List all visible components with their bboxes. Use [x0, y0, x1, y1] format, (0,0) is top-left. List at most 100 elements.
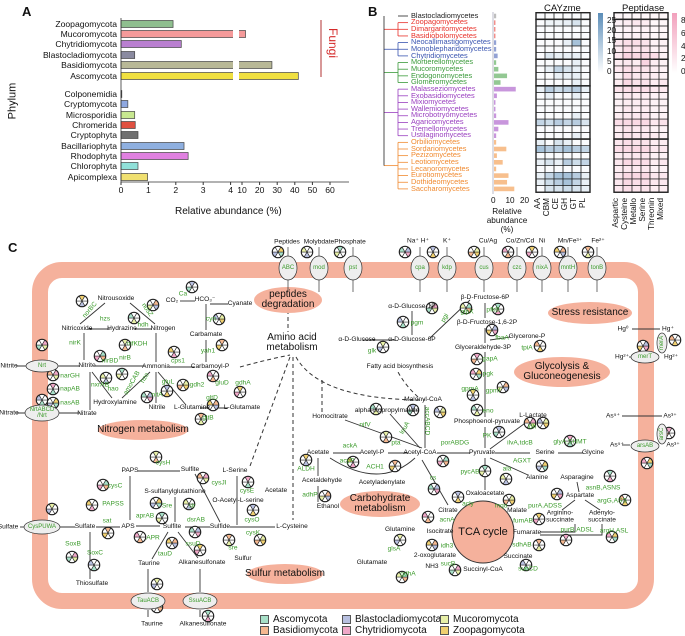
enzyme-label: nirK — [69, 339, 81, 347]
outside-label: Nitrate — [0, 409, 19, 417]
pie-outline — [369, 402, 383, 416]
taxon-pie-icon — [201, 609, 215, 623]
taxon-pie-icon — [550, 487, 564, 501]
heatmap-column-label: Threonin — [647, 197, 656, 230]
pie-outline — [469, 367, 483, 381]
pie-outline — [470, 352, 484, 366]
heatmap-column-label: Mixed — [656, 198, 665, 220]
axis-break-gap — [233, 71, 239, 81]
pie-outline — [93, 349, 107, 363]
taxon-pie-icon — [146, 298, 160, 312]
metabolite-label: Malonyl-CoA — [404, 395, 442, 403]
category-label: Apicomplexa — [67, 171, 117, 182]
tca-cycle-circle — [451, 500, 515, 564]
transporter-tauacb — [130, 592, 166, 610]
taxon-pie-icon — [618, 493, 632, 507]
pathway-ellipse-sulfur — [247, 564, 323, 584]
taxon-pie-icon — [559, 533, 573, 547]
pie-outline — [668, 333, 682, 347]
enzyme-label: fbaA — [495, 334, 509, 342]
fungi-label: Fungi — [326, 28, 340, 59]
transporter-label: nixA — [536, 265, 548, 271]
pie-outline — [533, 339, 547, 353]
metabolite-label: α-D-Glucose-1P — [388, 302, 436, 310]
pie-outline — [563, 434, 577, 448]
pathway-label: Sulfur metabolism — [244, 568, 326, 579]
category-label: Zoopagomycota — [55, 18, 117, 29]
enzyme-label: ACH1 — [366, 463, 384, 471]
enzyme-label: pfkB — [486, 306, 500, 314]
pie-outline — [393, 533, 407, 547]
outside-label: As³⁺ — [663, 412, 677, 420]
taxon-pie-icon — [233, 385, 247, 399]
metabolite-label: β-D-Fructose-6P — [460, 293, 510, 301]
pie-outline — [388, 459, 402, 473]
metabolite-label: Malate — [507, 506, 527, 514]
taxon-pie-icon — [492, 425, 506, 439]
transporter-label: Nrt — [38, 363, 46, 369]
outside-label: As⁵⁺ — [610, 441, 624, 449]
metabolite-label: S-sulfanylglutathione — [144, 487, 206, 495]
enzyme-label: porABDG — [440, 439, 470, 447]
taxon-pie-icon — [318, 489, 332, 503]
outside-label: Co/Zn/Cd — [505, 237, 535, 245]
enzyme-label: nifV — [359, 421, 371, 429]
transporter-label: CysPUWA — [27, 524, 57, 530]
category-label: Cryptomycota — [63, 98, 117, 109]
class-label: Glomeromycetes — [411, 77, 467, 87]
transporter-label: NrtABCD /Nrt — [29, 407, 55, 419]
taxon-pie-icon — [605, 530, 619, 544]
taxon-pie-icon — [85, 498, 99, 512]
category-label: Chlorophyta — [70, 160, 117, 171]
taxon-pie-icon — [206, 369, 220, 383]
pie-outline — [65, 550, 79, 564]
enzyme-label: hzs — [99, 315, 111, 323]
class-label: Wallemiomycetes — [411, 103, 469, 113]
panel-c-label: C — [8, 240, 18, 255]
taxon-pie-icon — [93, 349, 107, 363]
enzyme-label: napAB — [60, 385, 80, 393]
pie-outline — [425, 538, 439, 552]
taxon-pie-icon — [87, 558, 101, 572]
class-bar — [494, 93, 497, 99]
taxon-pie-icon — [182, 497, 196, 511]
transporter-label: arsC — [659, 427, 665, 441]
enzyme-label: cs — [429, 474, 437, 482]
pie-outline — [448, 563, 462, 577]
metabolite-label: Nitricoxide — [61, 324, 93, 332]
transporter-shapes — [23, 247, 668, 610]
class-bar — [494, 120, 509, 125]
legend-swatch — [342, 614, 351, 624]
class-bar — [494, 46, 497, 52]
x-tick-label: 40 — [290, 185, 300, 195]
enzyme-label: sir — [188, 502, 196, 510]
pie-outline — [333, 245, 347, 259]
taxon-pie-icon — [300, 245, 314, 259]
enzyme-label: tauD — [158, 550, 172, 558]
x-tick-label: 0 — [118, 185, 124, 195]
pie-outline — [379, 430, 393, 444]
pie-outline — [396, 315, 410, 329]
enzyme-label: argG,ASS — [597, 497, 627, 505]
pie-outline — [87, 558, 101, 572]
transporter-mert — [630, 350, 660, 364]
outside-label: Ni — [538, 237, 546, 245]
dashed-links — [239, 310, 426, 520]
pie-outline — [85, 498, 99, 512]
pie-outline — [491, 302, 505, 316]
category-label: Colponemidia — [64, 88, 117, 99]
outside-label: Mn/Fe³⁺ — [557, 237, 583, 245]
enzyme-label: Ca — [178, 290, 188, 298]
metabolite-label: NH3 — [425, 562, 439, 570]
outside-label: Hg⁰ — [617, 325, 629, 333]
taxon-pie-icon — [140, 390, 154, 404]
legend-item: Ascomycota — [260, 614, 327, 625]
legend-item: Mucoromycota — [440, 614, 519, 625]
taxon-pie-icon — [496, 380, 510, 394]
pie-outline — [271, 245, 285, 259]
metabolite-label: Fatty acid biosynthesis — [366, 362, 434, 370]
heatmap-column-label: GT — [569, 198, 578, 210]
enzyme-label: ala — [502, 465, 512, 473]
x-tick-label: 50 — [307, 185, 318, 195]
